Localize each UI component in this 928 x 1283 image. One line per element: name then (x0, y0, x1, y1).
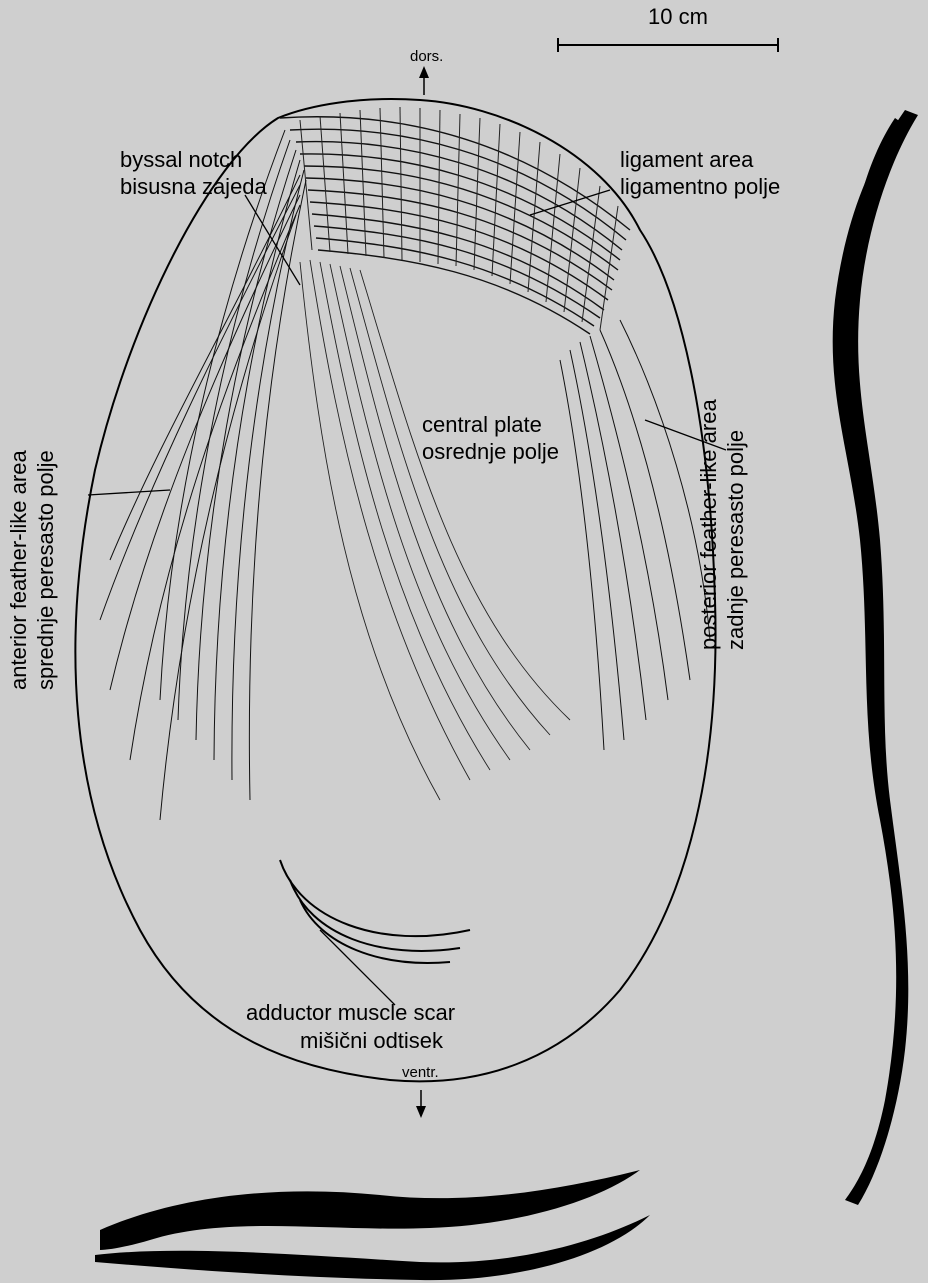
cross-section-bottom (100, 1170, 640, 1250)
adductor-scar (280, 860, 470, 963)
posterior-feather-label-sl: zadnje peresasto polje (723, 430, 749, 650)
byssal-notch-label-sl: bisusna zajeda (120, 174, 267, 200)
cross-section-right (833, 110, 918, 1205)
central-plate-label-en: central plate (422, 412, 542, 438)
scale-bar-label: 10 cm (648, 4, 708, 30)
anterior-feather-label-sl: sprednje peresasto polje (33, 450, 59, 690)
dorsal-arrow (419, 66, 429, 95)
adductor-label-sl: mišični odtisek (300, 1028, 443, 1054)
dorsal-label: dors. (410, 44, 443, 70)
central-plate-strokes (300, 260, 570, 800)
anterior-feather-label-en: anterior feather-like area (6, 450, 32, 690)
ventral-arrow (416, 1090, 426, 1118)
ligament-grooves (280, 117, 630, 334)
scale-bar (558, 38, 778, 52)
posterior-feather-label-en: posterior feather-like area (696, 399, 722, 650)
ventral-label: ventr. (402, 1060, 439, 1086)
ligament-area-label-en: ligament area (620, 147, 753, 173)
shell-outline (75, 99, 715, 1081)
adductor-label-en: adductor muscle scar (246, 1000, 455, 1026)
byssal-notch-label-en: byssal notch (120, 147, 242, 173)
central-plate-label-sl: osrednje polje (422, 439, 559, 465)
anterior-feather-strokes (100, 130, 306, 820)
ligament-area-label-sl: ligamentno polje (620, 174, 780, 200)
posterior-feather-strokes (560, 320, 710, 750)
